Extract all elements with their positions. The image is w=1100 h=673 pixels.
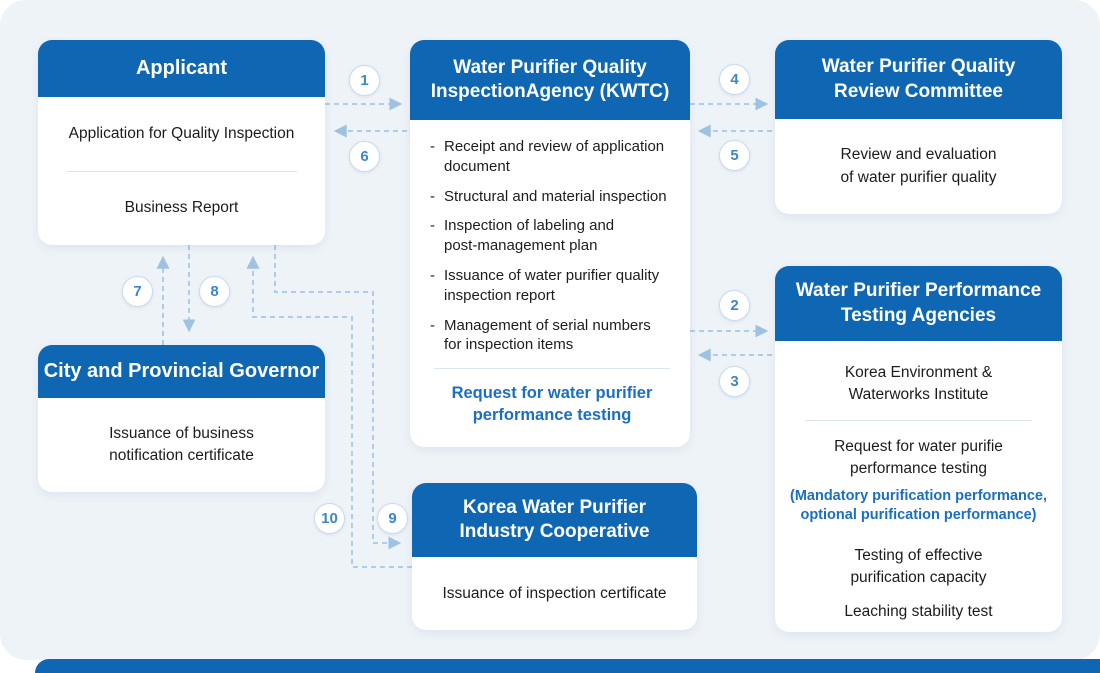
- step-badge-8: 8: [199, 276, 230, 307]
- box-inspection-agency-kwtc: Water Purifier Quality InspectionAgency …: [410, 40, 690, 447]
- bullet-text: Structural and material inspection: [444, 187, 667, 205]
- box-industry-cooperative: Korea Water Purifier Industry Cooperativ…: [412, 483, 697, 630]
- bullet-dash: -: [430, 217, 435, 235]
- kwtc-request-testing-text: Request for water purifier performance t…: [451, 384, 653, 424]
- step-badge-10: 10: [314, 503, 345, 534]
- step-badge-5: 5: [719, 140, 750, 171]
- bullet-text: Issuance of water purifier quality inspe…: [444, 266, 660, 304]
- testing-request-note: (Mandatory purification performance, opt…: [789, 487, 1047, 524]
- kwtc-bullet-serial-numbers: - Management of serial numbers for inspe…: [430, 316, 674, 356]
- step-badge-1: 1: [349, 65, 380, 96]
- review-committee-body: Review and evaluation of water purifier …: [840, 146, 997, 186]
- step-badge-6: 6: [349, 141, 380, 172]
- applicant-item-business-report: Business Report: [124, 199, 239, 217]
- divider: [805, 420, 1032, 422]
- step-badge-4: 4: [719, 64, 750, 95]
- box-applicant: Applicant Application for Quality Inspec…: [38, 40, 325, 245]
- bullet-text: Inspection of labeling and post-manageme…: [444, 217, 615, 255]
- applicant-title: Applicant: [38, 40, 325, 97]
- testing-request: Request for water purifie performance te…: [834, 438, 1003, 478]
- bullet-dash: -: [430, 316, 435, 334]
- bullet-text: Management of serial numbers for inspect…: [444, 316, 651, 354]
- governor-title: City and Provincial Governor: [38, 345, 325, 398]
- cooperative-body: Issuance of inspection certificate: [442, 584, 667, 602]
- bullet-text: Receipt and review of application docume…: [444, 138, 665, 175]
- next-section-edge: [35, 659, 1100, 673]
- testing-effective-capacity: Testing of effective purification capaci…: [850, 546, 987, 586]
- step-badge-2: 2: [719, 290, 750, 321]
- testing-leaching-stability: Leaching stability test: [844, 603, 993, 621]
- kwtc-bullet-receipt: - Receipt and review of application docu…: [430, 137, 674, 177]
- bullet-dash: -: [430, 187, 435, 205]
- box-governor: City and Provincial Governor Issuance of…: [38, 345, 325, 492]
- kwtc-bullet-structural: - Structural and material inspection: [430, 187, 674, 207]
- box-testing-agencies: Water Purifier Performance Testing Agenc…: [775, 266, 1062, 632]
- review-committee-title: Water Purifier Quality Review Committee: [775, 40, 1062, 119]
- testing-institute: Korea Environment & Waterworks Institute: [844, 364, 993, 403]
- kwtc-title: Water Purifier Quality InspectionAgency …: [410, 40, 690, 120]
- governor-body: Issuance of business notification certif…: [109, 424, 254, 464]
- box-review-committee: Water Purifier Quality Review Committee …: [775, 40, 1062, 214]
- bullet-dash: -: [430, 266, 435, 284]
- step-badge-9: 9: [377, 503, 408, 534]
- testing-agencies-title: Water Purifier Performance Testing Agenc…: [775, 266, 1062, 341]
- kwtc-bullet-labeling: - Inspection of labeling and post-manage…: [430, 216, 674, 256]
- applicant-item-application: Application for Quality Inspection: [68, 124, 295, 142]
- cooperative-title: Korea Water Purifier Industry Cooperativ…: [412, 483, 697, 557]
- step-badge-7: 7: [122, 276, 153, 307]
- kwtc-bullet-issuance: - Issuance of water purifier quality ins…: [430, 266, 674, 306]
- divider: [66, 170, 297, 172]
- step-badge-3: 3: [719, 366, 750, 397]
- bullet-dash: -: [430, 138, 435, 155]
- divider: [434, 368, 670, 370]
